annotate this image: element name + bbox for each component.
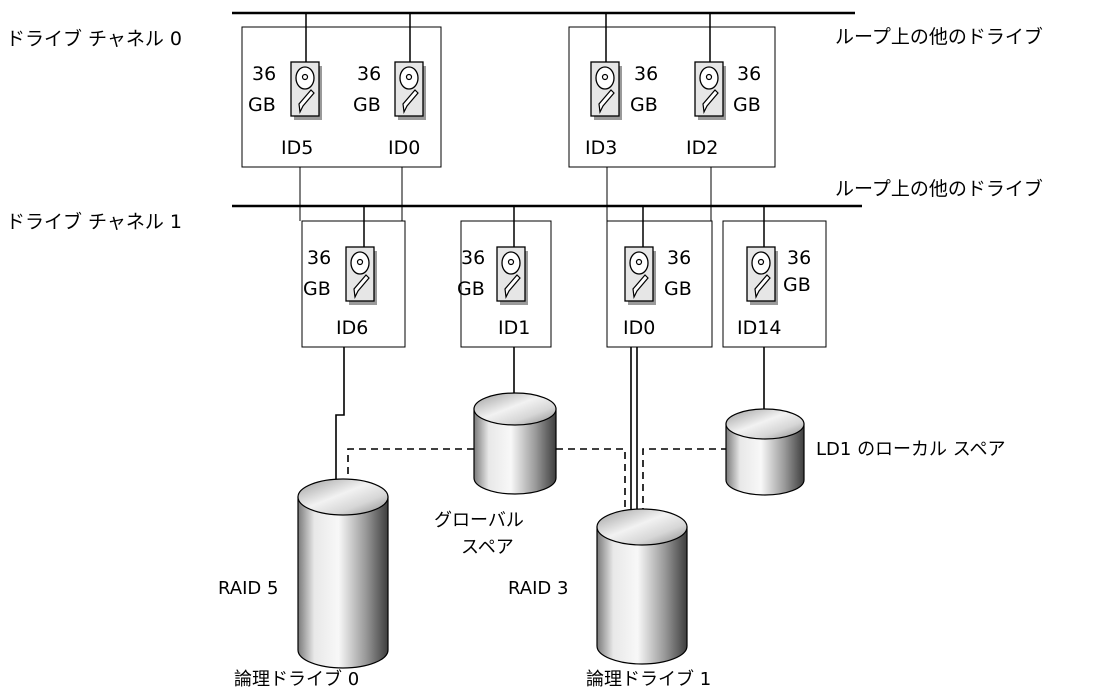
drive-ch1-id1-icon (496, 246, 529, 306)
drive-unit: GB (457, 278, 485, 300)
channel-1-enclosure-id6 (301, 220, 406, 348)
channel-1-enclosure-id0 (606, 220, 713, 348)
drive-unit: GB (303, 278, 331, 300)
channel-0-enclosure-left (241, 26, 442, 168)
raid5-label: RAID 5 (218, 578, 278, 599)
drive-ch0-id0-icon (394, 61, 427, 121)
raid5-connection (335, 347, 345, 480)
local-spare-link (642, 448, 728, 510)
drive-ch1-id6-icon (345, 246, 378, 306)
drive-capacity: 36 (787, 247, 811, 269)
drive-capacity: 36 (737, 63, 761, 85)
drive-id: ID0 (623, 317, 655, 339)
channel-1-label: ドライブ チャネル 1 (6, 210, 182, 233)
drive-capacity: 36 (634, 63, 658, 85)
channel-0-label: ドライブ チャネル 0 (6, 27, 182, 50)
drive-ch1-id14-icon (746, 246, 779, 306)
global-spare-link-raid3 (556, 448, 626, 510)
channel-1-enclosure-id14 (722, 220, 827, 348)
raid3-label: RAID 3 (508, 578, 568, 599)
local-spare-cylinder-icon (725, 408, 805, 496)
raid3-cylinder-icon (596, 508, 688, 665)
global-spare-link-raid5 (347, 448, 474, 490)
drive-id: ID14 (737, 317, 781, 339)
drive-capacity: 36 (307, 247, 331, 269)
global-spare-label-line2: スペア (461, 537, 514, 558)
drive-unit: GB (733, 94, 761, 116)
drive-capacity: 36 (357, 63, 381, 85)
drive-unit: GB (248, 94, 276, 116)
drive-id: ID1 (498, 317, 530, 339)
drive-unit: GB (664, 278, 692, 300)
drive-id: ID0 (388, 137, 420, 159)
drive-unit: GB (353, 94, 381, 116)
raid5-cylinder-icon (297, 478, 389, 669)
logical-drive-1-label: 論理ドライブ 1 (586, 668, 711, 690)
global-spare-label-line1: グローバル (434, 510, 524, 531)
drive-ch0-id3-icon (590, 61, 623, 121)
drive-capacity: 36 (667, 247, 691, 269)
drive-ch0-id5-icon (290, 61, 323, 121)
drive-capacity: 36 (461, 247, 485, 269)
drive-unit: GB (630, 94, 658, 116)
channel-1-enclosure-id1 (460, 220, 552, 348)
drive-id: ID5 (281, 137, 313, 159)
other-drives-label-top: ループ上の他のドライブ (835, 25, 1043, 48)
logical-drive-0-label: 論理ドライブ 0 (234, 668, 359, 690)
drive-ch1-id0-icon (624, 246, 657, 306)
drive-unit: GB (783, 274, 811, 296)
drive-capacity: 36 (252, 63, 276, 85)
drive-ch0-id2-icon (694, 61, 727, 121)
channel-0-enclosure-right (568, 26, 776, 168)
local-spare-label: LD1 のローカル スペア (816, 439, 1006, 460)
drive-id: ID6 (336, 317, 368, 339)
other-drives-label-bottom: ループ上の他のドライブ (835, 177, 1043, 200)
drive-id: ID2 (686, 137, 718, 159)
global-spare-cylinder-icon (473, 392, 557, 495)
drive-id: ID3 (585, 137, 617, 159)
